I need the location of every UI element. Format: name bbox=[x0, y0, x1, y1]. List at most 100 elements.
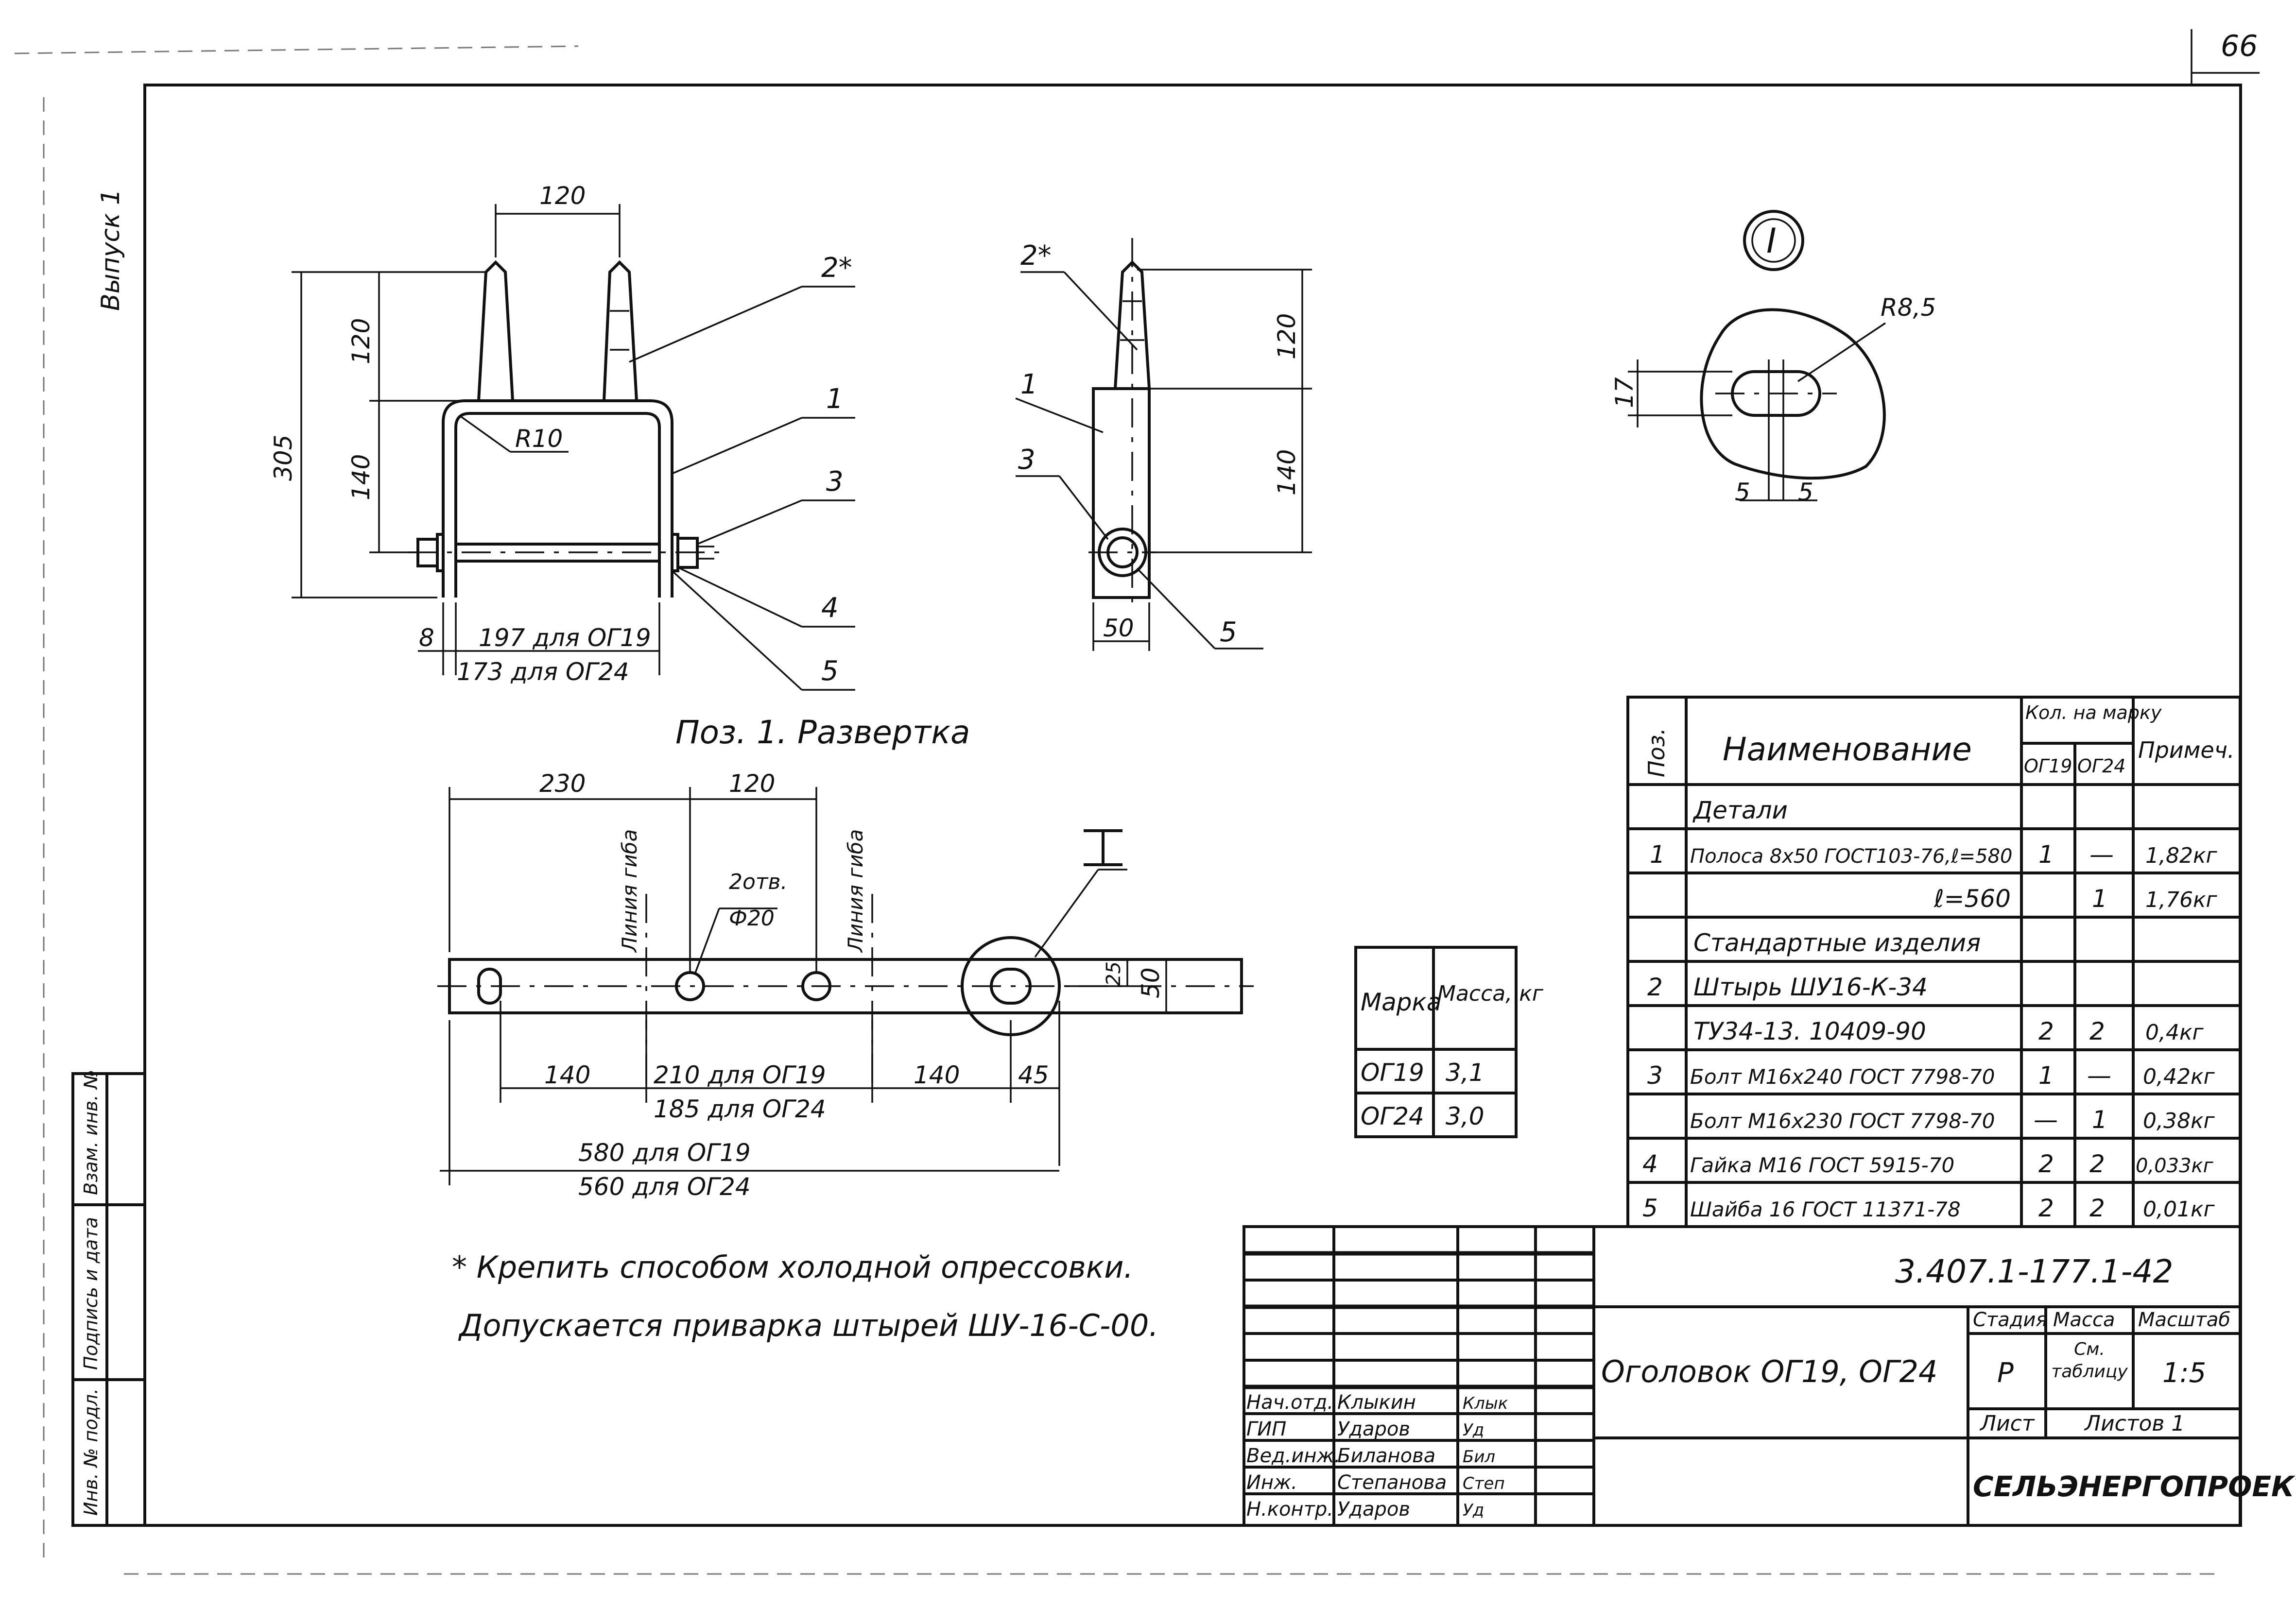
spec-r7-q2: 1 bbox=[2092, 1106, 2107, 1134]
spec-r7-name: Болт М16х230 ГОСТ 7798-70 bbox=[1690, 1109, 1995, 1133]
bend-label-left: Линия гиба bbox=[618, 829, 641, 953]
sig-role-4: Инж. bbox=[1246, 1471, 1297, 1494]
dim-173: 173 для ОГ24 bbox=[457, 658, 629, 686]
side-stamp: Инв. № подл. Подпись и дата Взам. инв. № bbox=[71, 1070, 146, 1527]
hole-label: 2отв. bbox=[729, 870, 787, 894]
dim-197: 197 для ОГ19 bbox=[479, 624, 651, 652]
sig-role-3: Вед.инж. bbox=[1246, 1445, 1340, 1467]
sig-name-4: Степанова bbox=[1337, 1471, 1447, 1494]
spec-header-name: Наименование bbox=[1723, 731, 1972, 768]
spec-header-qty: Кол. на марку bbox=[2025, 702, 2162, 723]
spec-r8-pos: 4 bbox=[1642, 1150, 1658, 1178]
spec-header-pos: Поз. bbox=[1643, 728, 1670, 777]
dim-140-v: 140 bbox=[347, 454, 375, 500]
stage-value: Р bbox=[1997, 1357, 2014, 1389]
spec-r1-q2: — bbox=[2089, 840, 2114, 869]
side-label: Выпуск 1 bbox=[96, 189, 125, 311]
sig-name-2: Ударов bbox=[1337, 1418, 1410, 1440]
sig-sig-2: Уд bbox=[1463, 1420, 1484, 1440]
bend-label-right: Линия гиба bbox=[844, 829, 867, 953]
callout-v1-2: 2* bbox=[821, 252, 852, 284]
spec-r6-name: Болт М16х240 ГОСТ 7798-70 bbox=[1690, 1065, 1995, 1089]
spec-r9-note: 0,01кг bbox=[2143, 1197, 2215, 1222]
doc-number: 3.407.1-177.1-42 bbox=[1895, 1253, 2173, 1290]
spec-r5-note: 0,4кг bbox=[2145, 1020, 2204, 1045]
scale-value: 1:5 bbox=[2162, 1357, 2206, 1389]
dim-8: 8 bbox=[419, 624, 434, 652]
spec-r8-note: 0,033кг bbox=[2136, 1155, 2214, 1177]
hdr-stage: Стадия bbox=[1973, 1309, 2047, 1331]
callout-v2-3: 3 bbox=[1018, 444, 1036, 476]
spec-r4-name: Штырь ШУ16-К-34 bbox=[1693, 973, 1928, 1001]
note-2: Допускается приварка штырей ШУ-16-С-00. bbox=[458, 1308, 1158, 1343]
spec-r4-pos: 2 bbox=[1647, 973, 1663, 1001]
sheets-label: Листов 1 bbox=[2084, 1411, 2185, 1436]
spec-r2-name: ℓ=560 bbox=[1933, 885, 2011, 913]
dim-v2-50: 50 bbox=[1103, 614, 1134, 642]
dim-120-v: 120 bbox=[347, 318, 375, 364]
hdr-scale: Масштаб bbox=[2138, 1309, 2230, 1331]
dim-210: 210 для ОГ19 bbox=[654, 1061, 826, 1089]
mass-row1-mark: ОГ19 bbox=[1361, 1059, 1424, 1087]
spec-r1-pos: 1 bbox=[1650, 840, 1665, 869]
stamp-sign: Подпись и дата bbox=[80, 1217, 102, 1370]
caption-view1: Поз. 1. Развертка bbox=[675, 714, 970, 751]
dim-305: 305 bbox=[269, 435, 297, 481]
spec-r8-q1: 2 bbox=[2038, 1150, 2054, 1178]
organization: СЕЛЬЭНЕРГОПРОЕКТ bbox=[1973, 1470, 2296, 1503]
sheet-label: Лист bbox=[1979, 1411, 2035, 1436]
dim-140-a: 140 bbox=[544, 1061, 590, 1089]
dim-120-strip: 120 bbox=[729, 769, 775, 798]
mass-table: Марка Масса, кг ОГ19 3,1 ОГ24 3,0 bbox=[1354, 946, 1544, 1138]
stamp-replace: Взам. инв. № bbox=[80, 1070, 102, 1195]
sig-sig-5: Уд bbox=[1463, 1501, 1484, 1520]
mass-row2-val: 3,0 bbox=[1446, 1102, 1485, 1130]
spec-r8-name: Гайка М16 ГОСТ 5915-70 bbox=[1690, 1153, 1954, 1177]
title-block: Нач.отд. Клыкин Клык ГИП Ударов Уд Вед.и… bbox=[1243, 1225, 2296, 1527]
dim-r10: R10 bbox=[515, 425, 563, 453]
dim-580: 580 для ОГ19 bbox=[578, 1139, 751, 1167]
dim-17: 17 bbox=[1610, 377, 1639, 408]
sig-role-5: Н.контр. bbox=[1246, 1498, 1333, 1521]
callout-v2-1: 1 bbox=[1020, 369, 1038, 400]
page-number: 66 bbox=[2221, 29, 2258, 63]
sig-name-3: Биланова bbox=[1337, 1445, 1435, 1467]
callout-v1-1: 1 bbox=[826, 383, 844, 415]
spec-header-q2: ОГ24 bbox=[2077, 755, 2125, 777]
spec-r5-name: ТУ34-13. 10409-90 bbox=[1693, 1017, 1926, 1045]
note-1: * Крепить способом холодной опрессовки. bbox=[452, 1249, 1133, 1285]
spec-r3-name: Стандартные изделия bbox=[1693, 929, 1981, 957]
sig-name-5: Ударов bbox=[1337, 1498, 1410, 1521]
spec-r5-q1: 2 bbox=[2038, 1017, 2054, 1045]
mass-header-mark: Марка bbox=[1361, 988, 1441, 1016]
spec-r1-name: Полоса 8x50 ГОСТ103-76,ℓ=580 bbox=[1690, 845, 2012, 868]
dim-185: 185 для ОГ24 bbox=[654, 1095, 826, 1123]
dim-140-b: 140 bbox=[914, 1061, 960, 1089]
spec-r7-note: 0,38кг bbox=[2143, 1109, 2215, 1133]
dim-50: 50 bbox=[1137, 967, 1165, 998]
sig-sig-1: Клык bbox=[1463, 1394, 1508, 1413]
spec-header-q1: ОГ19 bbox=[2024, 755, 2072, 777]
mass-value: См. таблицу bbox=[2051, 1339, 2128, 1382]
spec-r1-q1: 1 bbox=[2038, 840, 2054, 869]
sig-role-1: Нач.отд. bbox=[1246, 1391, 1333, 1414]
spec-r9-q2: 2 bbox=[2089, 1194, 2105, 1222]
hdr-mass: Масса bbox=[2053, 1309, 2115, 1331]
dim-230: 230 bbox=[539, 769, 586, 798]
callout-v1-5: 5 bbox=[821, 655, 839, 687]
dim-25: 25 bbox=[1103, 961, 1125, 986]
spec-r8-q2: 2 bbox=[2089, 1150, 2105, 1178]
dim-560: 560 для ОГ24 bbox=[578, 1173, 751, 1201]
mass-row1-val: 3,1 bbox=[1446, 1059, 1485, 1087]
spec-r2-q2: 1 bbox=[2092, 885, 2107, 913]
dim-45: 45 bbox=[1018, 1061, 1049, 1089]
mass-row2-mark: ОГ24 bbox=[1361, 1102, 1424, 1130]
view-front: 120 305 120 140 R10 8 197 для ОГ19 173 д… bbox=[269, 182, 970, 751]
callout-v2-5: 5 bbox=[1220, 616, 1237, 648]
spec-r2-note: 1,76кг bbox=[2145, 888, 2218, 912]
spec-r9-pos: 5 bbox=[1642, 1194, 1658, 1222]
stamp-inv: Инв. № подл. bbox=[80, 1388, 102, 1516]
callout-v1-3: 3 bbox=[826, 466, 844, 497]
spec-r0-name: Детали bbox=[1692, 796, 1788, 824]
spec-table: Поз. Наименование Кол. на марку ОГ19 ОГ2… bbox=[1626, 696, 2242, 1228]
